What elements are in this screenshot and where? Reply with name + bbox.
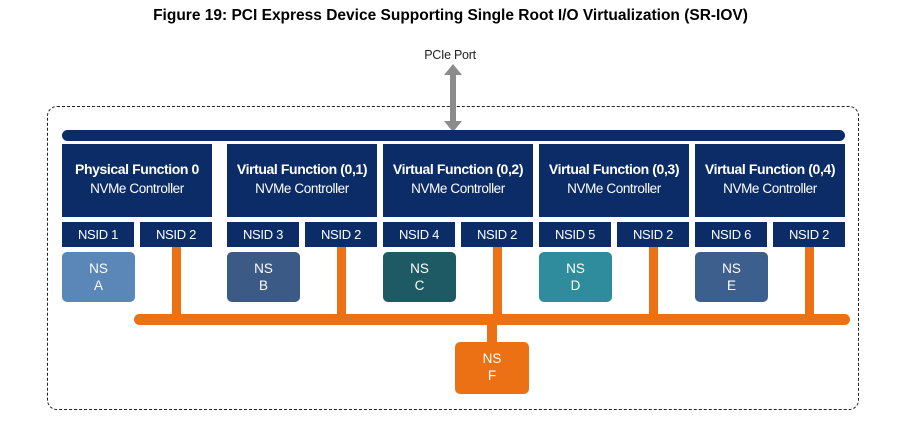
figure-title: Figure 19: PCI Express Device Supporting… <box>153 7 748 24</box>
function-name: Physical Function 0 <box>75 161 199 177</box>
namespace-id: B <box>258 278 268 293</box>
namespace-box: NS C <box>383 252 456 302</box>
function-subtitle: NVMe Controller <box>90 181 184 196</box>
nsid-label: NSID 2 <box>140 222 212 247</box>
nsid-label: NSID 1 <box>62 222 134 247</box>
function-name: Virtual Function (0,3) <box>548 161 680 177</box>
namespace-id: C <box>414 278 425 293</box>
bus-drop <box>172 247 181 317</box>
function-box: Virtual Function (0,4) NVMe Controller <box>695 144 845 217</box>
namespace-box: NS B <box>227 252 300 302</box>
namespace-box: NS A <box>62 252 135 302</box>
namespace-label: NS <box>254 261 273 276</box>
namespace-id: A <box>93 278 103 293</box>
bus-drop <box>487 322 497 344</box>
nsid-label: NSID 3 <box>227 222 299 247</box>
namespace-box: NS E <box>695 252 768 302</box>
nsid-label: NSID 5 <box>539 222 611 247</box>
function-subtitle: NVMe Controller <box>723 181 817 196</box>
namespace-box: NS D <box>539 252 612 302</box>
function-box: Virtual Function (0,3) NVMe Controller <box>539 144 689 217</box>
bus-drop <box>805 247 814 317</box>
function-subtitle: NVMe Controller <box>567 181 661 196</box>
function-box: Virtual Function (0,2) NVMe Controller <box>383 144 533 217</box>
nsid-label: NSID 2 <box>305 222 377 247</box>
namespace-label: NS <box>410 261 429 276</box>
namespace-id: D <box>570 278 581 293</box>
bus-drop <box>337 247 346 317</box>
nsid-label: NSID 2 <box>461 222 533 247</box>
nsid-label: NSID 4 <box>383 222 455 247</box>
namespace-label: NS <box>566 261 585 276</box>
nsid-label: NSID 2 <box>617 222 689 247</box>
pcie-internal-bus <box>62 130 845 141</box>
function-box: Virtual Function (0,1) NVMe Controller <box>227 144 377 217</box>
function-name: Virtual Function (0,2) <box>392 161 524 177</box>
function-subtitle: NVMe Controller <box>411 181 505 196</box>
namespace-id: E <box>726 278 736 293</box>
namespace-id: F <box>487 368 497 383</box>
shared-namespace-bus <box>134 314 850 325</box>
function-name: Virtual Function (0,4) <box>704 161 836 177</box>
bus-drop <box>649 247 658 317</box>
pcie-port-label: PCIe Port <box>424 48 476 62</box>
namespace-label: NS <box>722 261 741 276</box>
function-box: Physical Function 0 NVMe Controller <box>62 144 212 217</box>
function-name: Virtual Function (0,1) <box>236 161 368 177</box>
namespace-label: NS <box>482 351 502 366</box>
function-subtitle: NVMe Controller <box>255 181 349 196</box>
nsid-label: NSID 6 <box>695 222 767 247</box>
nsid-label: NSID 2 <box>773 222 845 247</box>
namespace-label: NS <box>89 261 108 276</box>
bus-drop <box>493 247 502 317</box>
double-arrow-icon <box>444 64 462 132</box>
shared-namespace-box: NS F <box>455 342 529 394</box>
